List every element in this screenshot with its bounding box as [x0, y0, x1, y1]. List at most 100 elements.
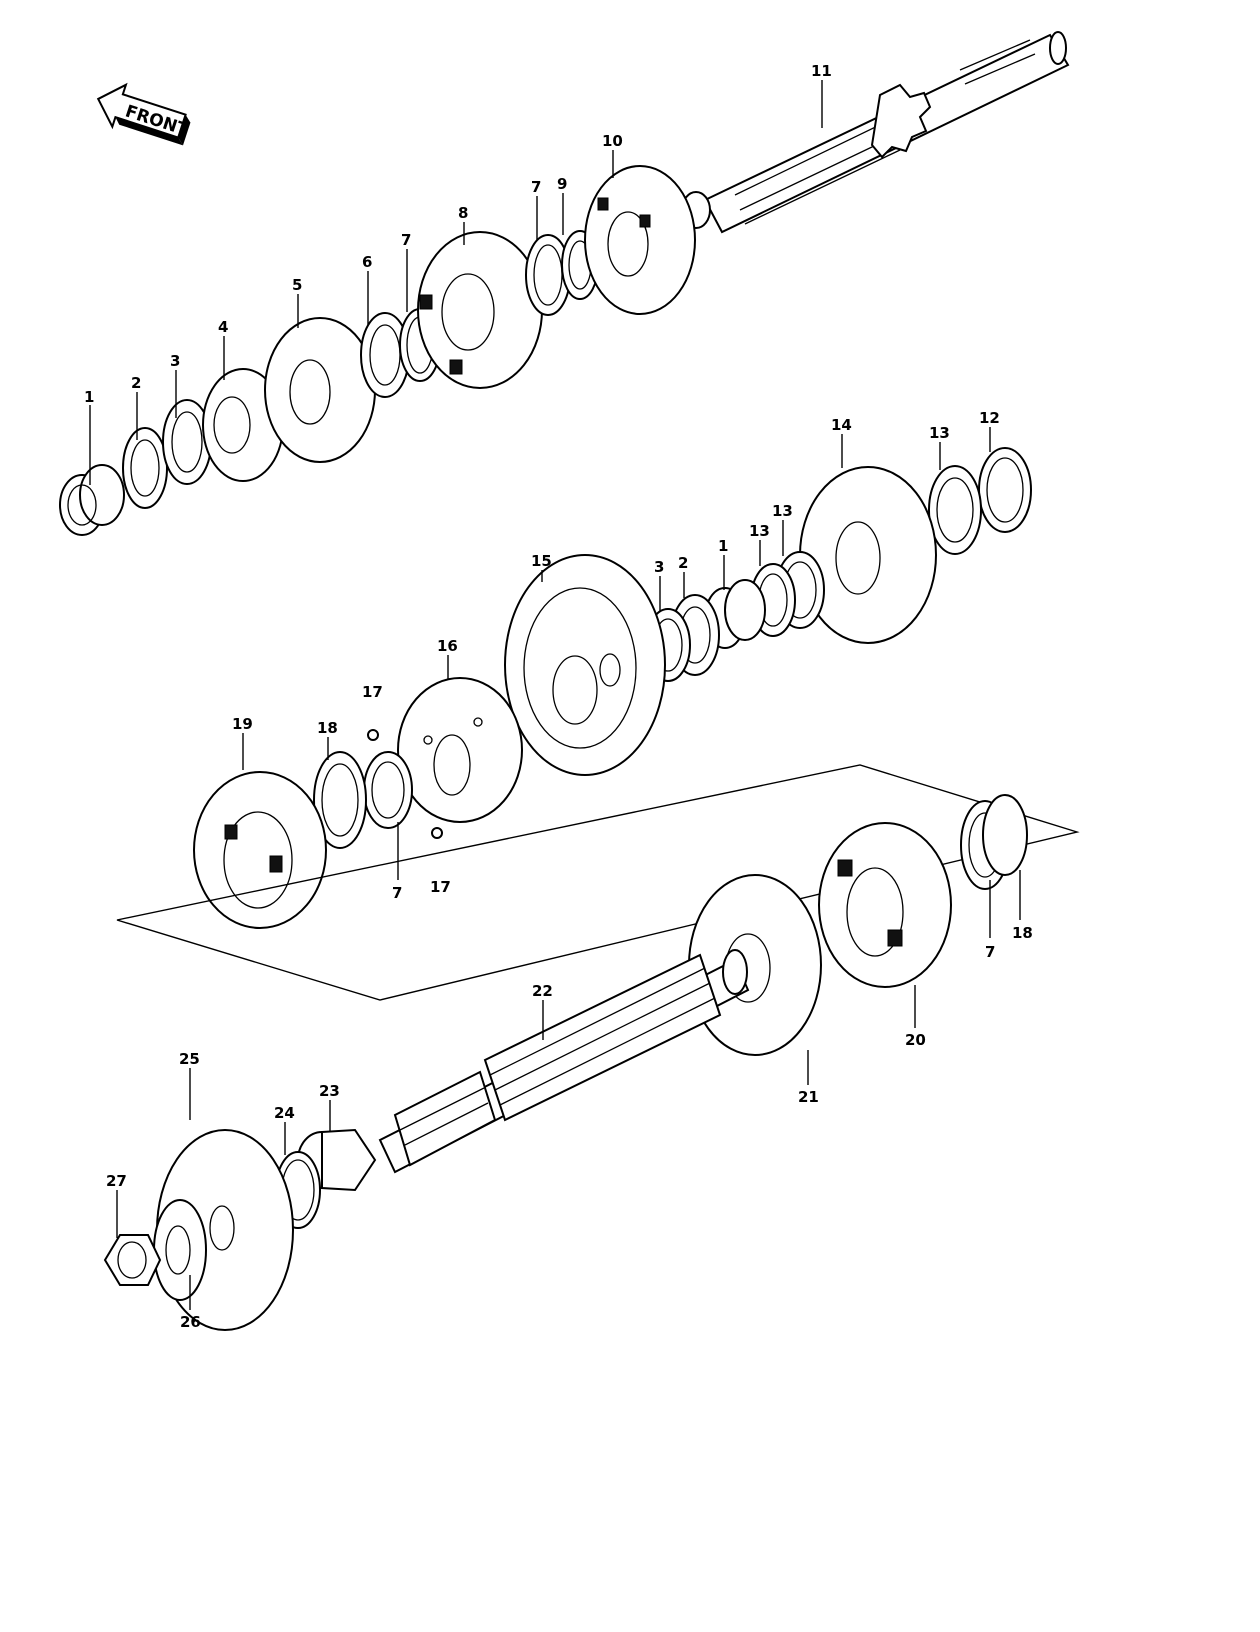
- svg-text:5: 5: [292, 276, 302, 294]
- svg-text:3: 3: [654, 558, 664, 576]
- svg-text:10: 10: [602, 132, 623, 150]
- gear-5: [264, 317, 376, 463]
- svg-text:17: 17: [362, 683, 383, 701]
- callout-7c: 7: [392, 822, 402, 902]
- svg-text:21: 21: [798, 1088, 819, 1106]
- callout-7b: 7: [531, 178, 541, 240]
- svg-text:23: 23: [319, 1082, 340, 1100]
- svg-text:26: 26: [180, 1313, 201, 1331]
- callout-6: 6: [362, 253, 372, 325]
- washer-26: [153, 1199, 207, 1301]
- svg-text:13: 13: [749, 522, 770, 540]
- svg-text:7: 7: [531, 178, 541, 196]
- washer-18b: [982, 794, 1028, 876]
- callout-21: 21: [798, 1050, 819, 1106]
- input-shaft-assembly: [59, 31, 1070, 536]
- svg-text:22: 22: [532, 982, 553, 1000]
- svg-text:18: 18: [317, 719, 338, 737]
- svg-text:13: 13: [772, 502, 793, 520]
- middle-assembly: [193, 447, 1032, 929]
- nut-27: [103, 1234, 162, 1286]
- callout-1: 1: [84, 388, 94, 485]
- gear-8: [417, 231, 543, 389]
- callout-17b: 17: [430, 878, 451, 896]
- callout-9: 9: [557, 175, 567, 235]
- gear-15: [504, 554, 666, 776]
- needle-bearing-1: [59, 464, 125, 536]
- gear-19: [193, 771, 327, 929]
- washer-2: [122, 427, 168, 509]
- svg-text:9: 9: [557, 175, 567, 193]
- callout-14: 14: [831, 416, 852, 468]
- shaft-11: [681, 31, 1070, 234]
- svg-text:20: 20: [905, 1031, 926, 1049]
- front-arrow-icon: FRONT: [96, 82, 191, 146]
- svg-text:7: 7: [985, 943, 995, 961]
- callout-10: 10: [602, 132, 623, 178]
- gear-16: [397, 677, 523, 823]
- callout-23: 23: [319, 1082, 340, 1132]
- shaft-22: [378, 949, 750, 1174]
- callout-18b: 18: [1012, 870, 1033, 942]
- svg-text:1: 1: [718, 537, 728, 555]
- svg-text:3: 3: [170, 352, 180, 370]
- svg-text:16: 16: [437, 637, 458, 655]
- washer-18: [313, 751, 367, 849]
- gear-21: [688, 874, 822, 1056]
- output-shaft-assembly: [103, 794, 1028, 1331]
- callouts: 1 2 3 4 5 6 7 8 7 9 10 11 12 13 14 13 13…: [84, 62, 1033, 1331]
- callout-13b: 13: [772, 502, 793, 556]
- callout-3: 3: [170, 352, 180, 418]
- svg-text:6: 6: [362, 253, 372, 271]
- callout-15: 15: [531, 552, 552, 582]
- callout-8: 8: [458, 204, 468, 245]
- svg-text:18: 18: [1012, 924, 1033, 942]
- callout-1b: 1: [718, 537, 728, 590]
- callout-16: 16: [437, 637, 458, 680]
- svg-text:17: 17: [430, 878, 451, 896]
- callout-12: 12: [979, 409, 1000, 452]
- gear-20: [818, 822, 952, 988]
- callout-17a: 17: [362, 683, 383, 701]
- svg-text:14: 14: [831, 416, 852, 434]
- svg-text:13: 13: [929, 424, 950, 442]
- callout-22: 22: [532, 982, 553, 1040]
- svg-text:1: 1: [84, 388, 94, 406]
- svg-text:2: 2: [678, 554, 688, 572]
- callout-7a: 7: [401, 231, 411, 312]
- svg-text:15: 15: [531, 552, 552, 570]
- svg-text:7: 7: [401, 231, 411, 249]
- callout-27: 27: [106, 1172, 127, 1238]
- svg-text:12: 12: [979, 409, 1000, 427]
- circlip-7c: [363, 751, 413, 829]
- washer-3: [162, 399, 212, 485]
- washer-13a: [928, 465, 982, 555]
- svg-text:24: 24: [274, 1104, 295, 1122]
- svg-text:27: 27: [106, 1172, 127, 1190]
- ball-17a: [367, 729, 379, 741]
- callout-5: 5: [292, 276, 302, 328]
- svg-text:7: 7: [392, 884, 402, 902]
- circlip-12: [978, 447, 1032, 533]
- callout-18: 18: [317, 719, 338, 760]
- assembly-plane-outline: [116, 764, 1080, 1001]
- svg-text:11: 11: [811, 62, 832, 80]
- callout-13a: 13: [929, 424, 950, 470]
- callout-2b: 2: [678, 554, 688, 598]
- svg-text:4: 4: [218, 318, 228, 336]
- callout-4: 4: [218, 318, 228, 380]
- callout-3b: 3: [654, 558, 664, 612]
- svg-text:19: 19: [232, 715, 253, 733]
- ball-17b: [431, 827, 443, 839]
- callout-13c: 13: [749, 522, 770, 566]
- callout-25: 25: [179, 1050, 200, 1120]
- callout-2: 2: [131, 374, 141, 440]
- svg-text:2: 2: [131, 374, 141, 392]
- callout-7d: 7: [985, 880, 995, 961]
- callout-26: 26: [180, 1275, 201, 1331]
- svg-text:25: 25: [179, 1050, 200, 1068]
- gear-14: [799, 466, 937, 644]
- gear-10: [584, 165, 696, 315]
- callout-24: 24: [274, 1104, 295, 1155]
